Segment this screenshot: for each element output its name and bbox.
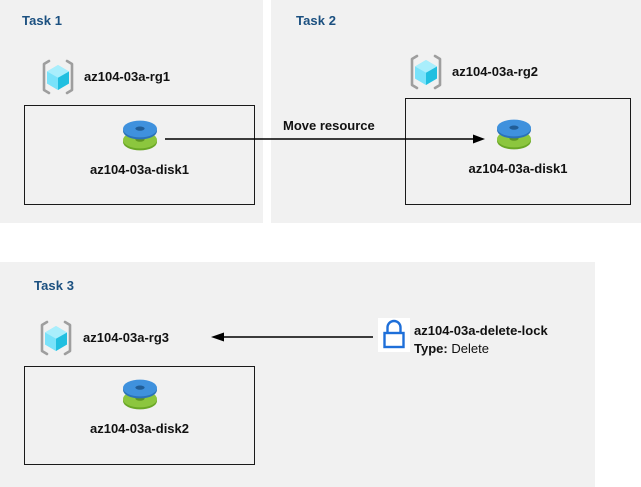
lock-icon [378,318,410,352]
task1-resource-group-label: az104-03a-rg1 [84,69,170,84]
task1-resource-box [24,105,255,205]
task3-resource-box [24,366,255,465]
task3-resource-group-label: az104-03a-rg3 [83,330,169,345]
task1-title: Task 1 [22,13,63,28]
resource-group-icon [38,57,78,97]
move-resource-label: Move resource [280,118,378,133]
task3-panel [0,262,595,487]
task1-panel [0,0,263,223]
managed-disk-icon [118,374,162,416]
task3-title: Task 3 [34,278,75,293]
resource-group-icon [406,52,446,92]
task2-resource-label: az104-03a-disk1 [468,161,568,176]
task2-panel [271,0,641,223]
lock-type-label: Type: Delete [414,341,489,356]
lock-type-value: Delete [451,341,489,356]
lock-type-key: Type: [414,341,448,356]
task2-title: Task 2 [296,13,337,28]
task2-resource-box [405,98,631,205]
lock-applies-arrow [211,328,373,346]
resource-group-icon [36,318,76,358]
managed-disk-icon [492,114,536,156]
managed-disk-icon [118,115,162,157]
task2-resource-group-label: az104-03a-rg2 [452,64,538,79]
move-resource-arrow [165,130,485,148]
task1-resource-label: az104-03a-disk1 [89,162,189,177]
task3-resource-label: az104-03a-disk2 [89,421,189,436]
lock-name-label: az104-03a-delete-lock [414,323,548,338]
